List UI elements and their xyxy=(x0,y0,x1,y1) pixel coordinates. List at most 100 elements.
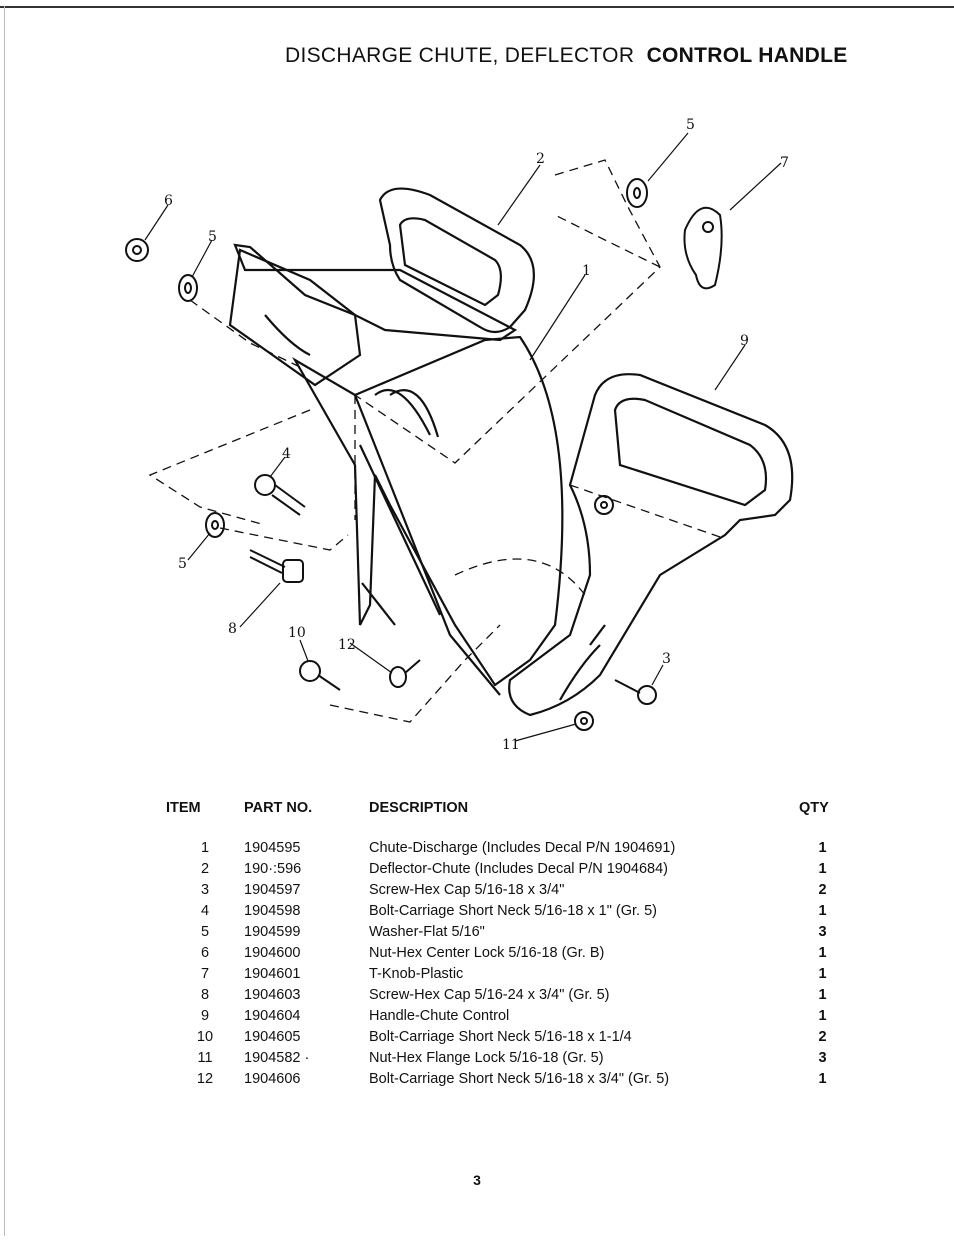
callout-8: 8 xyxy=(228,621,237,637)
table-row: 9 1904604 Handle-Chute Control 1 xyxy=(166,1006,846,1027)
hardware-bolt-12 xyxy=(389,659,421,688)
hardware-nut-11 xyxy=(574,711,594,731)
row-description: Nut-Hex Center Lock 5/16-18 (Gr. B) xyxy=(369,945,605,961)
row-item: 6 xyxy=(200,945,210,961)
row-part-no: 1904601 xyxy=(244,966,301,982)
hardware-washer-5-bottom xyxy=(205,512,225,538)
discharge-chute-part xyxy=(292,335,564,696)
row-item: 2 xyxy=(200,861,210,877)
page-title: DISCHARGE CHUTE, DEFLECTOR CONTROL HANDL… xyxy=(285,44,925,68)
callout-2: 2 xyxy=(536,151,545,167)
callout-11: 11 xyxy=(502,737,520,753)
callout-5-top: 5 xyxy=(686,117,695,133)
row-description: Bolt-Carriage Short Neck 5/16-18 x 1-1/4 xyxy=(369,1029,632,1045)
table-row: 3 1904597 Screw-Hex Cap 5/16-18 x 3/4" 2 xyxy=(166,880,846,901)
table-row: 7 1904601 T-Knob-Plastic 1 xyxy=(166,964,846,985)
callout-5-left: 5 xyxy=(208,229,217,245)
row-qty: 1 xyxy=(818,987,827,1003)
header-qty: QTY xyxy=(799,800,829,816)
row-description: Bolt-Carriage Short Neck 5/16-18 x 1" (G… xyxy=(369,903,658,919)
callout-12: 12 xyxy=(338,637,356,653)
row-part-no: 1904606 xyxy=(244,1071,301,1087)
parts-list-table: ITEM PART NO. DESCRIPTION QTY 1 1904595 … xyxy=(166,800,846,1090)
row-qty: 2 xyxy=(818,1029,827,1045)
table-row: 11 1904582 · Nut-Hex Flange Lock 5/16-18… xyxy=(166,1048,846,1069)
callout-leader-lines xyxy=(144,132,782,742)
deflector-chute-part xyxy=(228,187,535,387)
row-part-no: 1904598 xyxy=(244,903,301,919)
title-part1: DISCHARGE CHUTE, DEFLECTOR xyxy=(285,44,635,67)
row-part-no: 1904597 xyxy=(244,882,301,898)
callout-1: 1 xyxy=(582,263,591,279)
row-description: Chute-Discharge (Includes Decal P/N 1904… xyxy=(369,840,676,856)
hardware-bolt-10 xyxy=(299,660,341,691)
exploded-parts-diagram: 1 2 3 4 5 5 5 6 7 8 9 10 11 12 xyxy=(125,117,794,753)
row-item: 1 xyxy=(200,840,210,856)
row-part-no: 1904603 xyxy=(244,987,301,1003)
row-part-no: 1904582 · xyxy=(244,1050,310,1066)
title-part2: CONTROL HANDLE xyxy=(646,44,848,67)
row-item: 11 xyxy=(197,1050,213,1066)
hardware-nut-handle xyxy=(594,495,614,515)
row-part-no: 1904595 xyxy=(244,840,301,856)
row-part-no: 190·:596 xyxy=(244,861,302,877)
assembly-lines xyxy=(148,159,721,723)
table-row: 10 1904605 Bolt-Carriage Short Neck 5/16… xyxy=(166,1027,846,1048)
page-number: 3 xyxy=(473,1172,481,1188)
table-row: 8 1904603 Screw-Hex Cap 5/16-24 x 3/4" (… xyxy=(166,985,846,1006)
row-qty: 1 xyxy=(818,945,827,961)
row-qty: 1 xyxy=(818,903,827,919)
hardware-tknob-7 xyxy=(683,206,723,290)
hardware-bolt-4 xyxy=(254,474,306,516)
callout-6: 6 xyxy=(164,193,173,209)
table-row: 5 1904599 Washer-Flat 5/16" 3 xyxy=(166,922,846,943)
row-description: Bolt-Carriage Short Neck 5/16-18 x 3/4" … xyxy=(369,1071,670,1087)
row-part-no: 1904600 xyxy=(244,945,301,961)
table-row: 6 1904600 Nut-Hex Center Lock 5/16-18 (G… xyxy=(166,943,846,964)
callout-7: 7 xyxy=(780,155,789,171)
row-description: Screw-Hex Cap 5/16-18 x 3/4" xyxy=(369,882,565,898)
row-item: 4 xyxy=(200,903,210,919)
row-description: Handle-Chute Control xyxy=(369,1008,510,1024)
row-qty: 3 xyxy=(818,1050,827,1066)
table-row: 4 1904598 Bolt-Carriage Short Neck 5/16-… xyxy=(166,901,846,922)
row-item: 5 xyxy=(200,924,210,940)
row-part-no: 1904604 xyxy=(244,1008,301,1024)
row-item: 7 xyxy=(200,966,210,982)
row-item: 10 xyxy=(196,1029,214,1045)
row-description: Nut-Hex Flange Lock 5/16-18 (Gr. 5) xyxy=(369,1050,604,1066)
table-row: 12 1904606 Bolt-Carriage Short Neck 5/16… xyxy=(166,1069,846,1090)
callout-9: 9 xyxy=(740,333,749,349)
hardware-screw-3 xyxy=(614,679,657,705)
header-part-no: PART NO. xyxy=(244,800,313,816)
row-item: 12 xyxy=(196,1071,214,1087)
chute-control-handle-part xyxy=(508,373,794,717)
row-part-no: 1904599 xyxy=(244,924,301,940)
row-qty: 1 xyxy=(818,1008,827,1024)
row-item: 8 xyxy=(200,987,210,1003)
row-qty: 1 xyxy=(818,966,827,982)
table-row: 1 1904595 Chute-Discharge (Includes Deca… xyxy=(166,838,846,859)
row-qty: 1 xyxy=(818,861,827,877)
hardware-washer-5-left xyxy=(178,274,198,302)
callout-5-bottom: 5 xyxy=(178,556,187,572)
callout-10: 10 xyxy=(288,625,306,641)
row-qty: 2 xyxy=(818,882,827,898)
row-description: T-Knob-Plastic xyxy=(369,966,464,982)
callout-3: 3 xyxy=(662,651,671,667)
left-border-rule xyxy=(4,6,5,1236)
table-row: 2 190·:596 Deflector-Chute (Includes Dec… xyxy=(166,859,846,880)
row-item: 3 xyxy=(200,882,210,898)
parts-table-header: ITEM PART NO. DESCRIPTION QTY xyxy=(166,800,846,838)
row-item: 9 xyxy=(200,1008,210,1024)
row-description: Deflector-Chute (Includes Decal P/N 1904… xyxy=(369,861,669,877)
top-border-rule xyxy=(0,6,954,8)
callout-4: 4 xyxy=(282,446,291,462)
header-item: ITEM xyxy=(166,800,201,816)
hardware-screw-8 xyxy=(249,549,304,583)
row-part-no: 1904605 xyxy=(244,1029,301,1045)
row-description: Screw-Hex Cap 5/16-24 x 3/4" (Gr. 5) xyxy=(369,987,610,1003)
header-description: DESCRIPTION xyxy=(369,800,469,816)
row-qty: 1 xyxy=(818,1071,827,1087)
row-qty: 1 xyxy=(818,840,827,856)
